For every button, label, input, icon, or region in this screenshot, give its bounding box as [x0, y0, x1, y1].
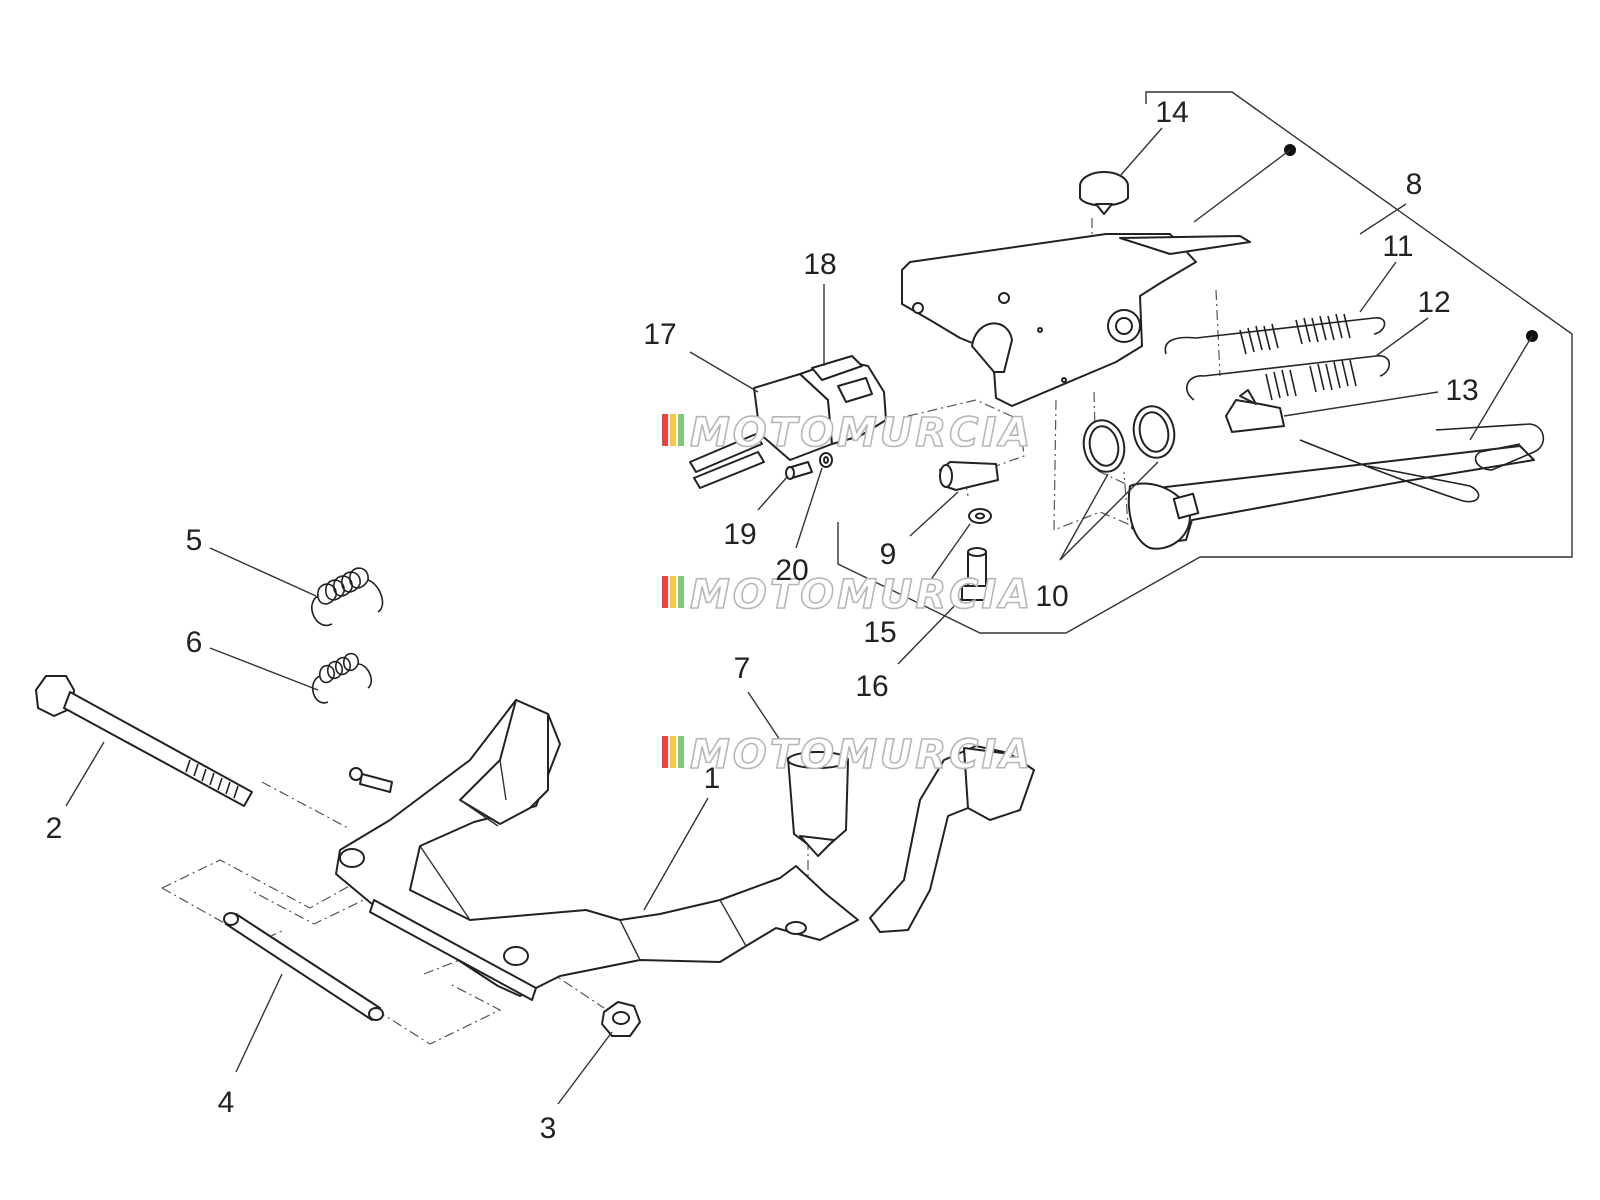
part-6-spring — [311, 652, 373, 704]
watermark-stripe — [670, 576, 676, 608]
callout-5: 5 — [186, 524, 203, 557]
part-15-washer — [968, 508, 992, 524]
watermark-stripe — [678, 576, 684, 608]
part-17-switch — [689, 373, 833, 489]
callout-9: 9 — [880, 538, 897, 571]
watermark-stripe — [662, 414, 668, 446]
part-10-o-rings — [1082, 405, 1176, 473]
part-11-spring — [1164, 313, 1386, 355]
part-18-connector — [799, 355, 887, 445]
part-14-rubber-cap — [1079, 171, 1129, 215]
part-2-long-bolt — [35, 675, 253, 807]
callout-labels: 1 2 3 4 5 6 7 8 9 10 11 12 13 14 15 16 1… — [46, 96, 1479, 1145]
watermark-text: MOTOMURCIA — [690, 410, 1033, 456]
callout-11: 11 — [1382, 230, 1413, 263]
leader-lines — [65, 127, 1533, 1105]
assembly-8-outline — [837, 91, 1573, 634]
part-19-screw — [785, 461, 813, 480]
watermark: MOTOMURCIA — [662, 731, 1033, 779]
callout-18: 18 — [803, 248, 836, 281]
part-8-side-stand — [901, 233, 1545, 550]
watermark-stripe — [670, 414, 676, 446]
part-9-pivot-pin — [939, 461, 999, 491]
watermark-text: MOTOMURCIA — [690, 572, 1033, 618]
part-1-center-stand — [335, 699, 1035, 1001]
part-12-spring — [1186, 355, 1391, 401]
part-16-bolt — [961, 547, 991, 601]
part-4-pin — [223, 912, 384, 1021]
callout-17: 17 — [643, 318, 676, 351]
watermark-text: MOTOMURCIA — [690, 732, 1033, 778]
watermark: MOTOMURCIA — [662, 409, 1033, 457]
callout-13: 13 — [1445, 374, 1478, 407]
part-5-spring — [311, 567, 384, 627]
callout-10: 10 — [1035, 580, 1068, 613]
callout-15: 15 — [863, 616, 896, 649]
callout-3: 3 — [540, 1112, 557, 1145]
watermark-stripe — [670, 736, 676, 768]
watermark-stripe — [662, 576, 668, 608]
callout-7: 7 — [734, 652, 751, 685]
watermark-stripe — [678, 414, 684, 446]
callout-4: 4 — [218, 1086, 235, 1119]
part-3-nut — [601, 1001, 641, 1037]
part-13-clip — [1225, 389, 1285, 433]
part-7-rubber-stop — [787, 751, 849, 857]
callout-12: 12 — [1417, 286, 1450, 319]
watermark-stripe — [662, 736, 668, 768]
callout-20: 20 — [775, 554, 808, 587]
callout-6: 6 — [186, 626, 203, 659]
callout-19: 19 — [723, 518, 756, 551]
callout-8: 8 — [1406, 168, 1423, 201]
watermark-stripe — [678, 736, 684, 768]
watermark: MOTOMURCIA — [662, 571, 1033, 619]
callout-16: 16 — [855, 670, 888, 703]
callout-1: 1 — [704, 762, 721, 795]
callout-14: 14 — [1155, 96, 1188, 129]
callout-2: 2 — [46, 812, 63, 845]
part-20-washer — [819, 452, 833, 468]
